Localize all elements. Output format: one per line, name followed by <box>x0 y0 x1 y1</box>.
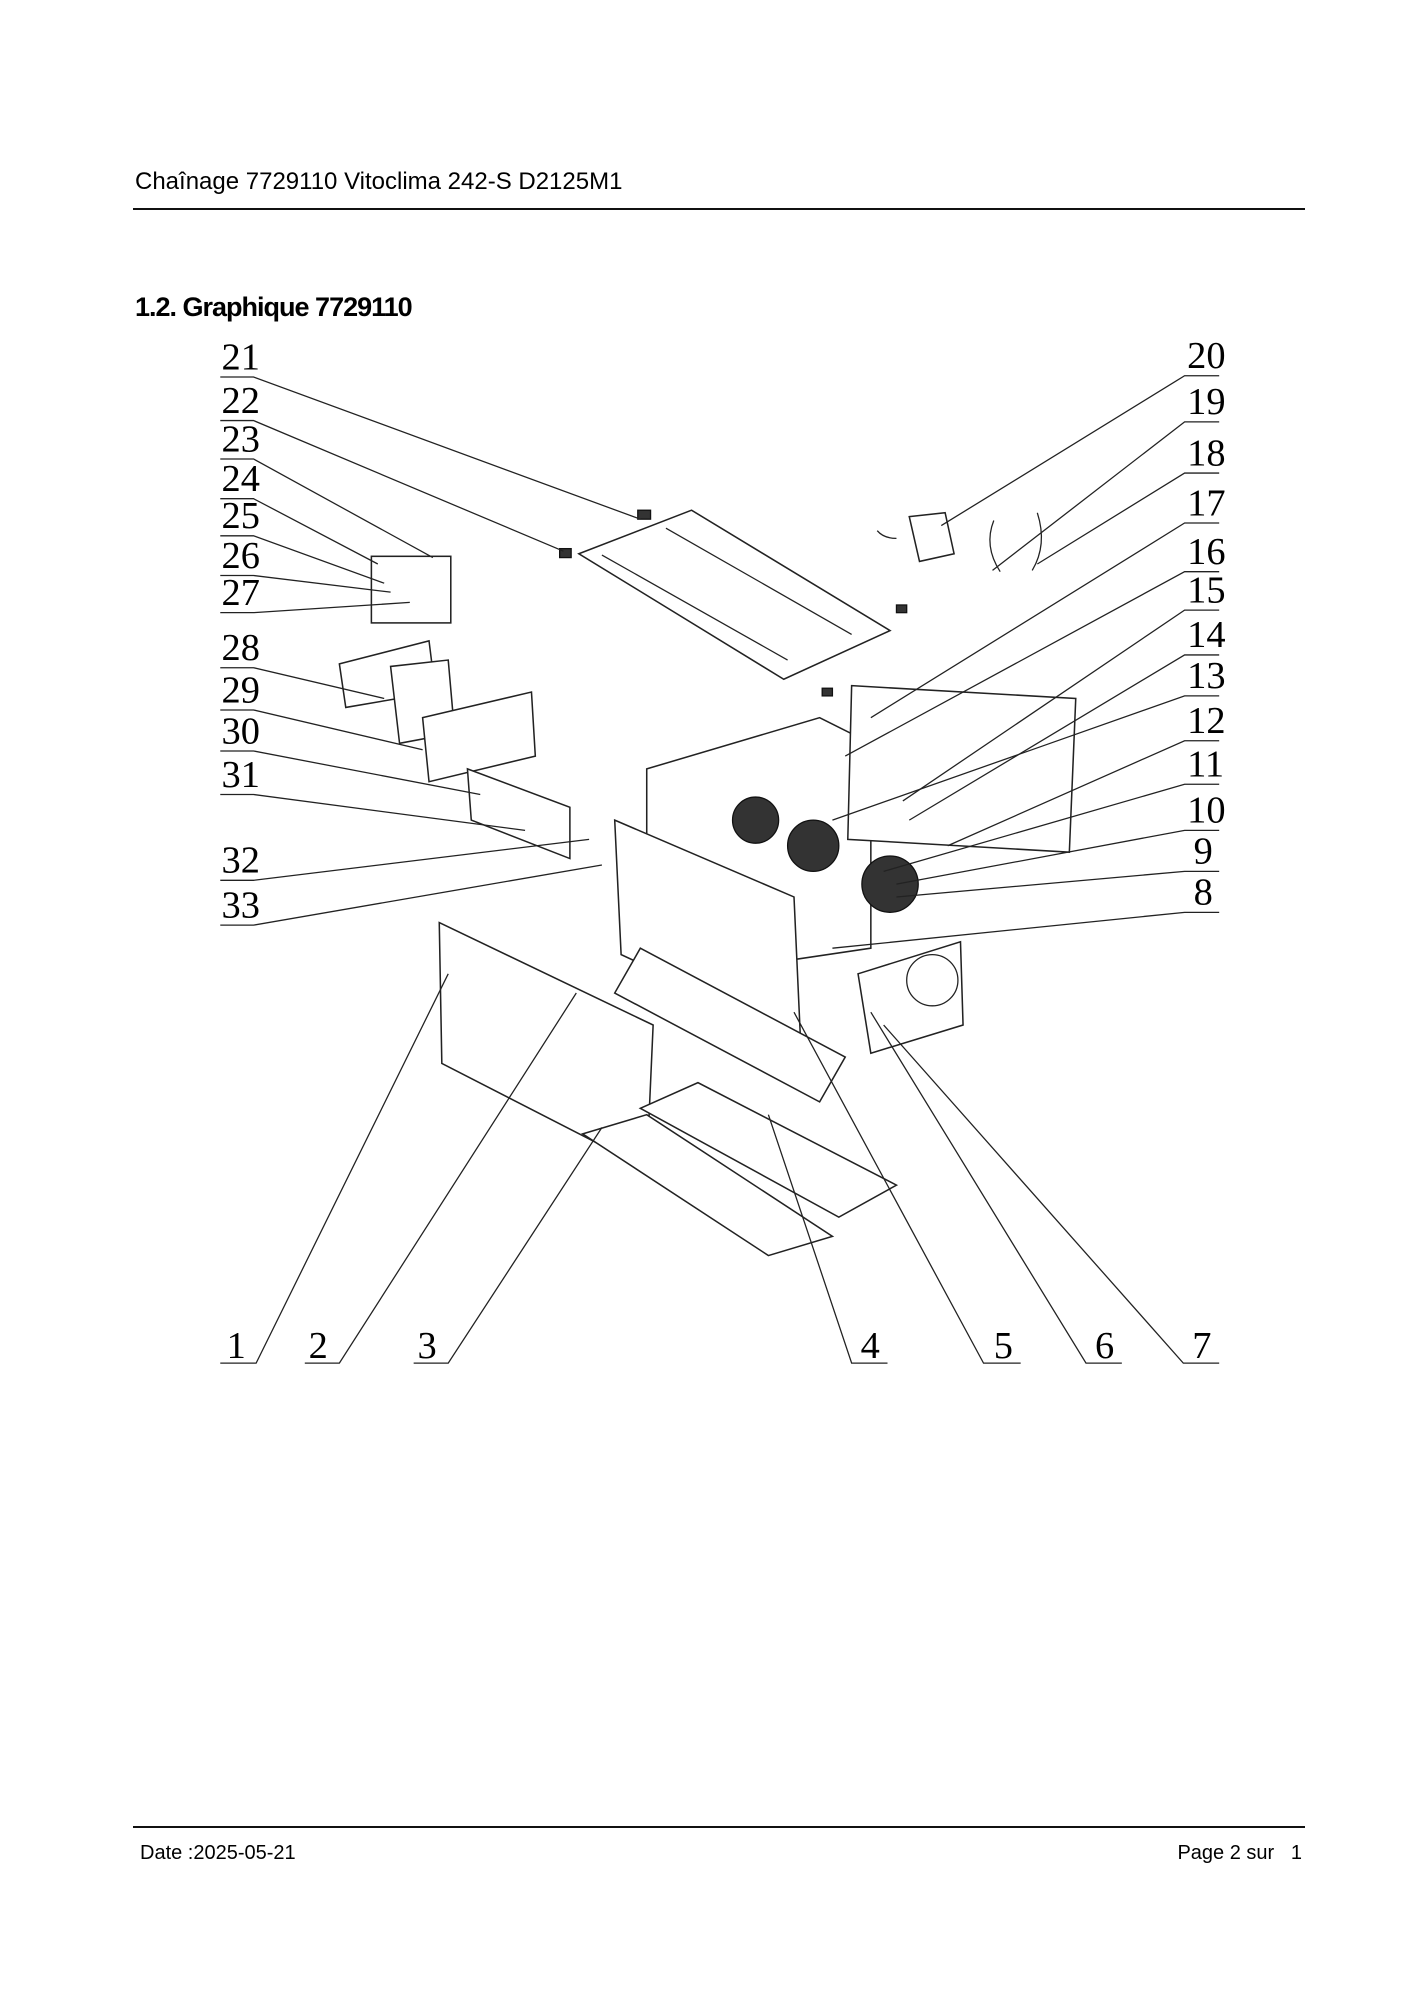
callout-label: 17 <box>1187 482 1225 524</box>
top-panel <box>577 509 892 681</box>
callout-label: 1 <box>227 1325 246 1367</box>
callout-label: 24 <box>222 458 260 500</box>
callout-label: 25 <box>222 495 260 537</box>
callout-label: 32 <box>222 840 260 882</box>
callout-label: 5 <box>994 1325 1013 1367</box>
section-heading: 1.2. Graphique 7729110 <box>135 292 413 322</box>
callout-label: 3 <box>417 1325 436 1367</box>
callout-label: 13 <box>1187 655 1225 697</box>
footer-page-number: Page 2 sur 1 <box>1177 1842 1302 1864</box>
callout-label: 2 <box>309 1325 328 1367</box>
footer-date: Date :2025-05-21 <box>140 1842 296 1864</box>
callout-label: 18 <box>1187 432 1225 474</box>
callout-label: 12 <box>1187 700 1225 742</box>
parts-drawing <box>338 509 1077 1257</box>
callout-label: 6 <box>1095 1325 1114 1367</box>
callout-label: 7 <box>1192 1325 1211 1367</box>
header-divider <box>133 208 1305 210</box>
callout-label: 11 <box>1187 744 1224 786</box>
callout-label: 4 <box>861 1325 880 1367</box>
end-plate <box>857 940 964 1055</box>
callout-label: 21 <box>222 336 260 378</box>
callout-label: 33 <box>222 884 260 926</box>
callout-label: 10 <box>1187 790 1225 832</box>
callout-label: 14 <box>1187 614 1225 656</box>
callout-label: 27 <box>222 572 260 614</box>
callout-label: 28 <box>222 627 260 669</box>
right-callouts: 20 19 18 17 16 15 14 13 12 11 10 9 8 <box>832 335 1226 949</box>
callout-label: 9 <box>1194 831 1213 873</box>
side-plate <box>421 691 537 783</box>
callout-label: 16 <box>1187 531 1225 573</box>
callout-label: 30 <box>222 710 260 752</box>
callout-label: 23 <box>222 418 260 460</box>
callout-label: 19 <box>1187 381 1225 423</box>
drain-pan <box>613 947 847 1103</box>
footer-divider <box>133 1826 1305 1828</box>
left-callouts: 21 22 23 24 25 26 27 28 29 30 31 32 33 <box>220 336 641 926</box>
bottom-panel-b <box>580 1113 835 1257</box>
document-header-title: Chaînage 7729110 Vitoclima 242-S D2125M1 <box>135 168 623 195</box>
control-board <box>370 555 452 624</box>
callout-label: 29 <box>222 669 260 711</box>
callout-label: 20 <box>1187 335 1225 377</box>
bottom-panel-a <box>638 1081 899 1219</box>
callout-label: 8 <box>1194 872 1213 914</box>
callout-label: 26 <box>222 535 260 577</box>
controller-box <box>908 511 956 563</box>
callout-label: 31 <box>222 754 260 796</box>
callout-label: 15 <box>1187 569 1225 611</box>
bottom-callouts: 1 2 3 4 5 6 7 <box>220 973 1220 1367</box>
callout-label: 22 <box>222 380 260 422</box>
